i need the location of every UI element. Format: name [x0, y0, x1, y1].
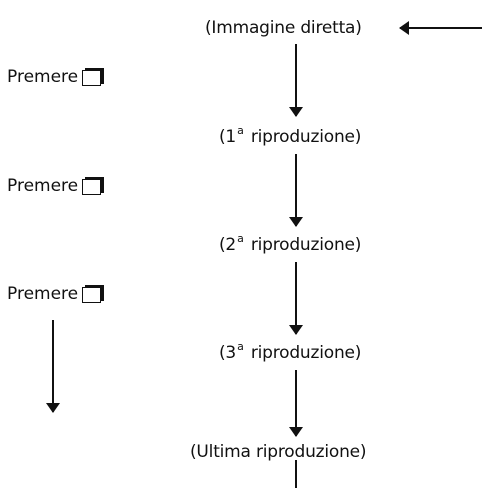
node-playback-2: (2a riproduzione)	[219, 232, 362, 255]
press-step-2: Premere	[7, 176, 105, 196]
press-step-3: Premere	[7, 284, 105, 304]
playback-button-icon	[82, 176, 105, 196]
node-playback-3: (3a riproduzione)	[219, 340, 362, 363]
press-step-1: Premere	[7, 67, 105, 87]
playback-button-icon	[82, 67, 105, 87]
playback-button-icon	[82, 284, 105, 304]
node-live-view: (Immagine diretta)	[205, 18, 362, 38]
node-playback-1: (1a riproduzione)	[219, 124, 362, 147]
node-last-playback: (Ultima riproduzione)	[190, 442, 367, 462]
